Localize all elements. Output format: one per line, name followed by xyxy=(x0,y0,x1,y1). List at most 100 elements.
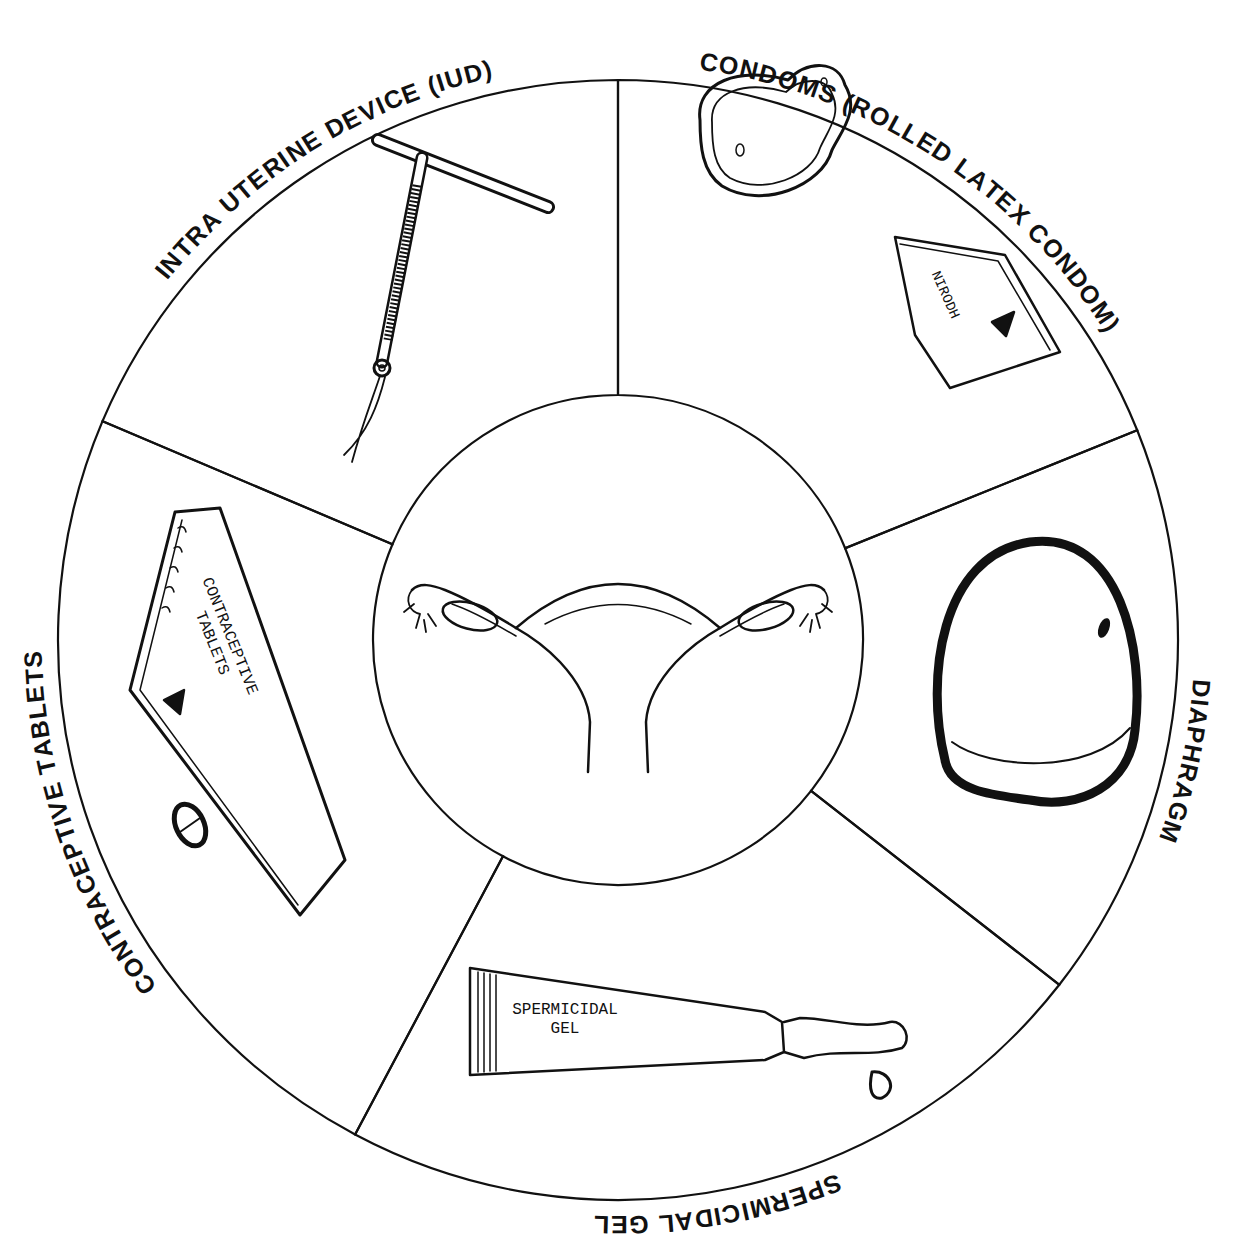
label-glyph: L xyxy=(24,702,51,720)
sector-path xyxy=(355,791,1059,1200)
label-glyph: O xyxy=(865,101,894,132)
label-glyph: L xyxy=(898,119,924,148)
label-glyph: T xyxy=(230,176,258,205)
label-glyph xyxy=(1017,212,1039,235)
label-glyph: I xyxy=(372,93,389,119)
label-glyph: L xyxy=(594,1212,610,1237)
label-glyph: P xyxy=(1182,725,1209,746)
label-glyph: E xyxy=(339,104,365,134)
label-glyph: A xyxy=(1184,706,1211,727)
iud-ring xyxy=(379,365,385,371)
label-glyph: D xyxy=(321,113,349,144)
label-glyph: T xyxy=(169,234,198,262)
label-glyph: C xyxy=(698,48,720,76)
iud-stem xyxy=(382,158,422,362)
iud-crossbar xyxy=(378,140,548,207)
label-glyph: R xyxy=(768,1188,792,1217)
label-glyph: E xyxy=(298,127,325,157)
label-glyph: E xyxy=(64,855,94,880)
label-glyph: ) xyxy=(1099,316,1125,336)
label-glyph: A xyxy=(80,888,110,915)
tablet-pack xyxy=(130,508,345,915)
package-text: NIRODH xyxy=(919,250,971,339)
sector-path xyxy=(811,430,1178,985)
label-glyph: C xyxy=(380,85,406,115)
ovary xyxy=(736,596,797,636)
label-glyph: A xyxy=(963,164,993,195)
label-glyph: U xyxy=(442,64,466,93)
condom-mark xyxy=(736,144,744,156)
label-glyph: G xyxy=(629,1212,649,1238)
package-text: CONTRACEPTIVE TABLETS xyxy=(174,563,266,716)
diaphragm-rim xyxy=(952,728,1130,763)
label-glyph: B xyxy=(26,719,53,741)
label-glyph: A xyxy=(1169,780,1198,804)
label-glyph: T xyxy=(98,922,127,948)
label-glyph: R xyxy=(258,152,287,183)
label-glyph: C xyxy=(130,970,161,999)
label-glyph xyxy=(943,148,963,172)
label-glyph: U xyxy=(215,187,245,218)
label-glyph: N xyxy=(737,56,760,84)
label-glyph: I xyxy=(712,1204,723,1230)
label-glyph: R xyxy=(848,93,875,123)
label-glyph: D xyxy=(927,137,956,168)
label-glyph: L xyxy=(658,1210,675,1236)
label-glyph xyxy=(649,1211,657,1236)
label-glyph: R xyxy=(181,220,212,250)
label-glyph: X xyxy=(1004,199,1033,229)
label-glyph: E xyxy=(22,685,48,704)
ovary xyxy=(440,596,501,636)
label-glyph: D xyxy=(1063,264,1094,294)
label-glyph xyxy=(416,75,431,101)
label-glyph: L xyxy=(884,111,909,140)
label-glyph: ) xyxy=(480,57,494,83)
fallopian-tube xyxy=(412,585,516,628)
gel-nozzle xyxy=(784,1018,907,1058)
iud-stem xyxy=(382,158,422,362)
label-glyph: C xyxy=(71,871,101,898)
label-glyph: V xyxy=(44,798,73,821)
label-glyph: S xyxy=(815,79,840,108)
pack-arrow xyxy=(164,690,184,714)
label-glyph: A xyxy=(674,1208,695,1235)
label-glyph xyxy=(37,772,63,785)
sector-path xyxy=(103,80,618,544)
label-glyph: I xyxy=(433,70,447,96)
label-glyph: R xyxy=(89,905,120,933)
label-glyph: D xyxy=(756,60,780,89)
label-glyph: E xyxy=(611,1212,628,1237)
label-glyph: I xyxy=(274,147,294,171)
tablet xyxy=(168,799,212,851)
label-glyph: T xyxy=(21,668,47,685)
label-glyph xyxy=(831,86,847,112)
label-glyph: E xyxy=(243,164,272,194)
label-glyph: E xyxy=(991,187,1020,217)
label-glyph: O xyxy=(774,65,800,95)
label-glyph: G xyxy=(1163,798,1193,824)
diaphragm-mark xyxy=(1097,618,1111,638)
condom-mark xyxy=(821,78,827,86)
label-glyph: D xyxy=(1188,678,1214,698)
label-glyph: N xyxy=(156,247,187,277)
label-glyph: N xyxy=(107,936,138,965)
fimbriae xyxy=(800,590,832,632)
label-glyph: D xyxy=(461,59,485,88)
label-glyph: M xyxy=(1155,818,1185,846)
label-glyph: O xyxy=(1074,279,1106,309)
label-glyph: R xyxy=(1174,761,1202,784)
label-glyph: N xyxy=(281,136,310,167)
condom-packet-edge xyxy=(900,244,1050,350)
label-glyph: S xyxy=(21,650,47,667)
uterus-outline xyxy=(516,584,720,772)
tablet-pack-edge xyxy=(140,520,298,905)
iud-coil xyxy=(388,185,417,340)
